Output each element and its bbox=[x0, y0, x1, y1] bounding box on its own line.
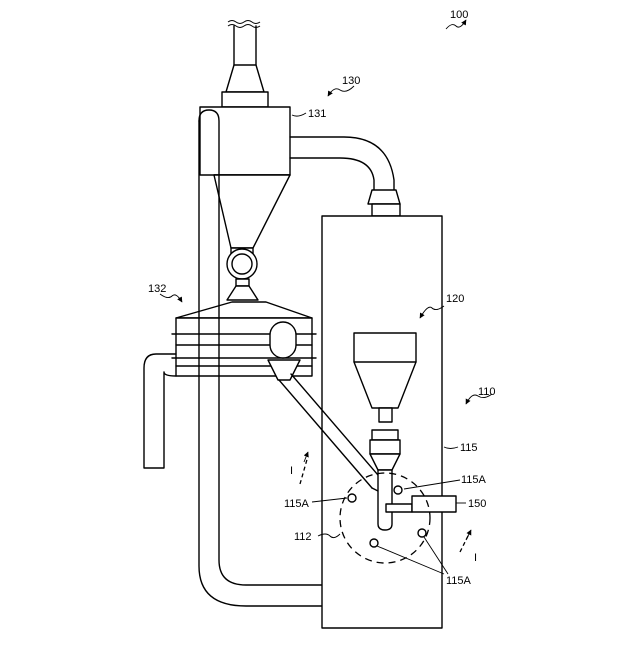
label-115a-upper: 115A bbox=[461, 474, 487, 486]
label-132: 132 bbox=[148, 283, 166, 295]
label-131: 131 bbox=[308, 108, 326, 120]
port-upper-right bbox=[394, 486, 402, 494]
exhaust-pipe bbox=[222, 21, 268, 108]
port-lower-right bbox=[418, 529, 426, 537]
label-112: 112 bbox=[294, 531, 312, 543]
port-left bbox=[348, 494, 356, 502]
label-115a-left: 115A bbox=[284, 498, 310, 510]
label-115a-lower: 115A bbox=[446, 575, 472, 587]
label-120: 120 bbox=[446, 293, 464, 305]
label-110: 110 bbox=[478, 386, 496, 398]
port-lower-left bbox=[370, 539, 378, 547]
label-115: 115 bbox=[460, 442, 478, 454]
section-mark-left bbox=[300, 452, 308, 484]
label-section-i-left: I bbox=[290, 465, 293, 477]
label-150: 150 bbox=[468, 498, 486, 510]
label-section-i-right: I bbox=[474, 552, 477, 564]
cyclone-unit bbox=[200, 107, 290, 300]
connecting-duct bbox=[290, 137, 400, 216]
label-100: 100 bbox=[450, 9, 468, 21]
label-130: 130 bbox=[342, 75, 360, 87]
section-mark-right bbox=[460, 530, 471, 552]
